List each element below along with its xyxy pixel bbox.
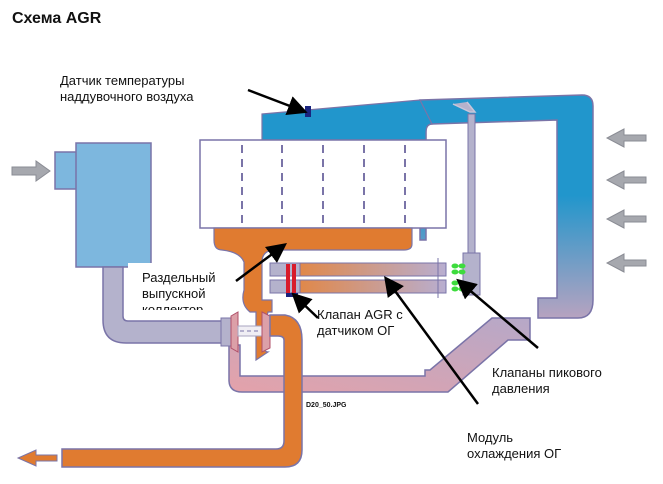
label-exhaust-cooling-module: Модуль охлаждения ОГ xyxy=(467,430,561,462)
callout-manifold xyxy=(235,243,288,283)
callout-peak-valves xyxy=(456,278,539,349)
cooling-air-arrow-icon xyxy=(605,170,647,190)
label-line: наддувочного воздуха xyxy=(60,89,194,104)
label-charge-air-temp-sensor: Датчик температуры наддувочного воздуха xyxy=(60,73,193,105)
label-agr-valve: Клапан AGR с датчиком ОГ xyxy=(317,307,403,339)
cooling-air-arrow-icon xyxy=(605,253,647,273)
turbocharger xyxy=(220,311,271,353)
charge-air-temp-sensor xyxy=(305,106,311,117)
exhaust-exit-arrow-icon xyxy=(16,449,58,467)
label-split-exhaust-manifold: Раздельный выпускной коллектор xyxy=(142,270,216,310)
cooling-air-arrow-icon xyxy=(605,128,647,148)
engine-block xyxy=(199,139,447,229)
air-filter xyxy=(54,142,152,268)
label-line: датчиком ОГ xyxy=(317,323,395,338)
label-line: Раздельный xyxy=(142,270,216,285)
intake-manifold xyxy=(261,99,433,141)
cooling-air-arrow-icon xyxy=(605,209,647,229)
label-line: охлаждения ОГ xyxy=(467,446,562,461)
cooling-air-arrows xyxy=(605,128,647,273)
label-line: Модуль xyxy=(467,430,514,445)
image-filename: D20_50.JPG xyxy=(306,402,347,409)
label-line: Клапан AGR с xyxy=(317,307,403,322)
intake-air-arrow-icon xyxy=(11,160,51,182)
exhaust-downpipe xyxy=(61,314,303,468)
callout-agr-valve xyxy=(291,292,319,319)
diagram-title: Схема AGR xyxy=(12,10,102,27)
callout-temp-sensor xyxy=(247,88,308,115)
callout-cooling-module xyxy=(384,275,480,405)
label-peak-pressure-valves: Клапаны пикового давления xyxy=(492,365,602,397)
exhaust-manifold xyxy=(213,227,413,362)
callout-lines xyxy=(235,88,539,405)
label-line: выпускной xyxy=(142,286,206,301)
exhaust-cooling-module xyxy=(269,258,447,298)
label-line: Датчик температуры xyxy=(60,73,185,88)
label-line: Клапаны пикового xyxy=(492,365,602,380)
label-line: давления xyxy=(492,381,550,396)
label-line: коллектор xyxy=(142,302,204,310)
